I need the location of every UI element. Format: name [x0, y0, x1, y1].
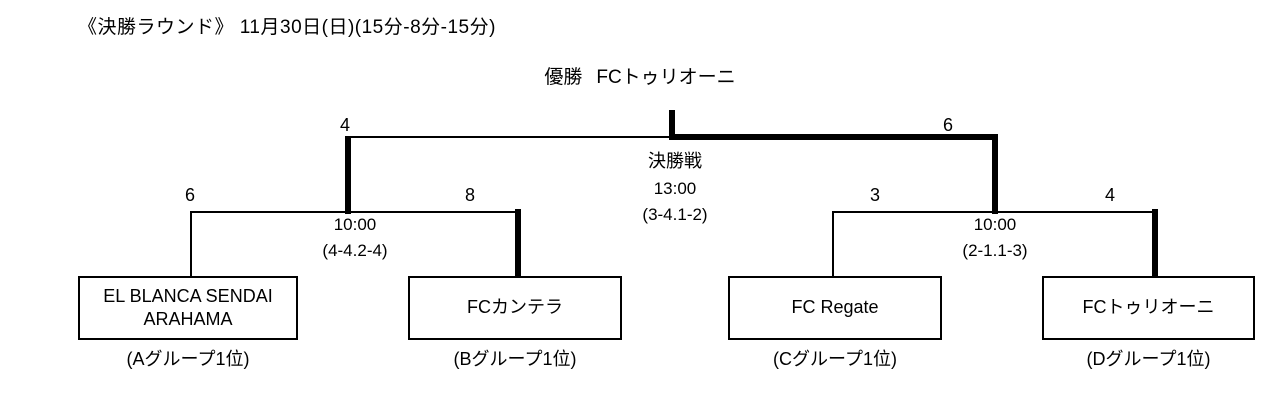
final-match-detail: (3-4.1-2) — [642, 205, 708, 225]
semifinal-right-score-team3: 3 — [869, 185, 880, 205]
semifinal-right-leg-team3 — [832, 211, 834, 277]
team-box-2-label: FCカンテラ — [467, 297, 563, 318]
semifinal-left-score-team2: 8 — [464, 185, 475, 205]
semifinal-left-info: 10:00 (4-4.2-4) — [265, 212, 445, 265]
team-box-1[interactable]: EL BLANCA SENDAI ARAHAMA — [78, 276, 298, 340]
team-box-2[interactable]: FCカンテラ — [408, 276, 622, 340]
semifinal-right-score-team4: 4 — [1104, 185, 1115, 205]
team-4-group-label: (Dグループ1位) — [1086, 349, 1211, 369]
champion-label: 優勝 — [544, 67, 583, 88]
final-match-time: 13:00 — [653, 178, 697, 198]
champion-stem — [669, 110, 675, 140]
final-bar-right — [669, 134, 998, 140]
final-leg-right — [992, 136, 998, 214]
semifinal-right-leg-team4 — [1152, 209, 1158, 277]
final-match-info: 決勝戦 13:00 (3-4.1-2) — [575, 148, 775, 229]
final-score-left: 4 — [339, 115, 350, 135]
semifinal-left-leg-team2 — [515, 209, 521, 277]
semifinal-right-info: 10:00 (2-1.1-3) — [905, 212, 1085, 265]
team-box-1-line2: ARAHAMA — [143, 309, 233, 329]
team-box-4-label: FCトゥリオーニ — [1082, 297, 1215, 318]
final-bar-left — [348, 136, 673, 138]
team-box-3-label: FC Regate — [791, 297, 879, 318]
semifinal-left-time: 10:00 — [333, 215, 377, 234]
semifinal-left-score-team1: 6 — [184, 185, 195, 205]
semifinal-left-leg-team1 — [190, 211, 192, 277]
team-box-3[interactable]: FC Regate — [728, 276, 942, 340]
final-match-name: 決勝戦 — [648, 151, 702, 171]
champion-team: FCトゥリオーニ — [596, 67, 736, 88]
champion-banner: 優勝 FCトゥリオーニ — [0, 62, 1280, 89]
team-box-1-line1: EL BLANCA SENDAI — [103, 285, 273, 306]
semifinal-left-detail: (4-4.2-4) — [322, 241, 388, 261]
team-box-1-label: EL BLANCA SENDAI ARAHAMA — [84, 285, 292, 332]
team-box-4[interactable]: FCトゥリオーニ — [1042, 276, 1255, 340]
semifinal-right-bar — [832, 211, 1158, 213]
semifinal-left-bar — [190, 211, 520, 213]
final-leg-left — [345, 136, 351, 214]
team-2-group-label: (Bグループ1位) — [453, 349, 577, 369]
semifinal-right-detail: (2-1.1-3) — [962, 241, 1028, 261]
team-3-group-label: (Cグループ1位) — [773, 349, 897, 369]
page-title: 《決勝ラウンド》 11月30日(日)(15分-8分-15分) — [78, 17, 496, 38]
team-1-group-label: (Aグループ1位) — [126, 349, 250, 369]
semifinal-right-time: 10:00 — [973, 215, 1017, 234]
final-score-right: 6 — [942, 115, 953, 135]
